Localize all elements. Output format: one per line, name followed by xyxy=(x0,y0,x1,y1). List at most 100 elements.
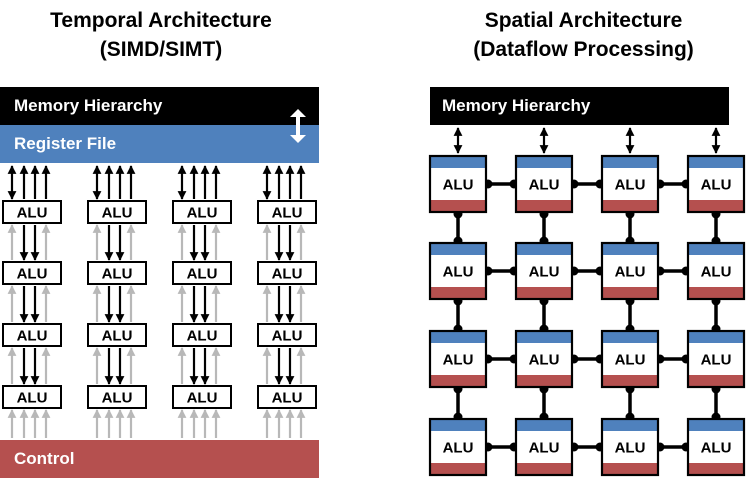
spatial-alu-label: ALU xyxy=(615,352,646,369)
pe-register-band xyxy=(602,243,658,255)
pe-control-band xyxy=(430,200,486,212)
temporal-alu-label: ALU xyxy=(102,390,133,407)
pe-register-band xyxy=(516,243,572,255)
spatial-pe-border xyxy=(514,417,574,477)
pe-register-band xyxy=(430,419,486,431)
temporal-alu-box xyxy=(87,200,147,224)
temporal-alu-box xyxy=(172,385,232,409)
pe-register-band xyxy=(602,331,658,343)
spatial-alu-label: ALU xyxy=(701,352,732,369)
spatial-alu-label: ALU xyxy=(529,177,560,194)
pe-register-band xyxy=(516,331,572,343)
temporal-alu-box xyxy=(257,385,317,409)
temporal-memory-label: Memory Hierarchy xyxy=(14,96,163,115)
pe-control-band xyxy=(516,463,572,475)
pe-control-band xyxy=(602,200,658,212)
pe-control-band xyxy=(602,463,658,475)
spatial-alu-label: ALU xyxy=(615,177,646,194)
temporal-alu-box xyxy=(87,323,147,347)
spatial-alu-label: ALU xyxy=(443,177,474,194)
temporal-title-line2: (SIMD/SIMT) xyxy=(99,38,223,61)
temporal-alu-label: ALU xyxy=(17,390,48,407)
spatial-alu-label: ALU xyxy=(529,264,560,281)
temporal-alu-label: ALU xyxy=(102,266,133,283)
temporal-alu-box xyxy=(172,200,232,224)
pe-register-band xyxy=(602,156,658,168)
temporal-alu-label: ALU xyxy=(187,328,218,345)
spatial-pe-border xyxy=(600,154,660,214)
spatial-pe-border xyxy=(600,329,660,389)
spatial-alu-label: ALU xyxy=(443,352,474,369)
spatial-pe-border xyxy=(686,154,746,214)
spatial-pe-border xyxy=(600,241,660,301)
pe-control-band xyxy=(602,375,658,387)
pe-control-band xyxy=(430,463,486,475)
spatial-pe-border xyxy=(428,417,488,477)
pe-control-band xyxy=(688,287,744,299)
pe-register-band xyxy=(430,156,486,168)
temporal-alu-box xyxy=(87,385,147,409)
temporal-alu-box xyxy=(87,261,147,285)
spatial-pe-border xyxy=(514,329,574,389)
pe-register-band xyxy=(430,331,486,343)
spatial-pe-border xyxy=(686,329,746,389)
spatial-pe-border xyxy=(686,417,746,477)
spatial-alu-label: ALU xyxy=(529,440,560,457)
spatial-pe-border xyxy=(514,241,574,301)
temporal-alu-label: ALU xyxy=(17,328,48,345)
spatial-alu-label: ALU xyxy=(701,177,732,194)
pe-register-band xyxy=(430,243,486,255)
temporal-alu-box xyxy=(2,200,62,224)
pe-register-band xyxy=(602,419,658,431)
temporal-alu-label: ALU xyxy=(187,266,218,283)
temporal-alu-label: ALU xyxy=(272,205,303,222)
temporal-alu-box xyxy=(257,323,317,347)
spatial-pe-border xyxy=(428,329,488,389)
register-file: Register File xyxy=(0,125,319,163)
pe-control-band xyxy=(430,287,486,299)
temporal-title-line1: Temporal Architecture xyxy=(50,9,272,32)
temporal-alu-label: ALU xyxy=(102,328,133,345)
spatial-memory-label: Memory Hierarchy xyxy=(442,96,591,115)
temporal-alu-box xyxy=(2,385,62,409)
temporal-alu-label: ALU xyxy=(272,390,303,407)
temporal-alu-label: ALU xyxy=(187,390,218,407)
spatial-pe-border xyxy=(514,154,574,214)
control-bar: Control xyxy=(0,440,319,478)
spatial-alu-label: ALU xyxy=(443,440,474,457)
pe-control-band xyxy=(602,287,658,299)
temporal-title: Temporal Architecture (SIMD/SIMT) xyxy=(0,6,322,64)
spatial-pe-border xyxy=(686,241,746,301)
spatial-alu-label: ALU xyxy=(443,264,474,281)
pe-register-band xyxy=(516,419,572,431)
spatial-pe-border xyxy=(600,417,660,477)
temporal-alu-box xyxy=(2,261,62,285)
spatial-pe-border xyxy=(428,154,488,214)
temporal-memory-hierarchy: Memory Hierarchy xyxy=(0,87,319,125)
pe-control-band xyxy=(688,463,744,475)
spatial-pe-border xyxy=(428,241,488,301)
temporal-alu-label: ALU xyxy=(272,266,303,283)
pe-control-band xyxy=(516,200,572,212)
pe-control-band xyxy=(430,375,486,387)
temporal-alu-label: ALU xyxy=(17,266,48,283)
pe-register-band xyxy=(688,419,744,431)
spatial-alu-label: ALU xyxy=(615,440,646,457)
control-label: Control xyxy=(14,449,75,468)
pe-register-band xyxy=(688,243,744,255)
temporal-alu-box xyxy=(172,261,232,285)
pe-control-band xyxy=(516,375,572,387)
spatial-alu-label: ALU xyxy=(701,440,732,457)
temporal-alu-box xyxy=(257,261,317,285)
spatial-title: Spatial Architecture (Dataflow Processin… xyxy=(420,6,747,64)
pe-register-band xyxy=(516,156,572,168)
temporal-alu-box xyxy=(172,323,232,347)
pe-control-band xyxy=(516,287,572,299)
component-layer: ALU ALU ALU ALU ALU ALU ALU ALU ALU ALU ALU ALU ALU A… xyxy=(2,154,746,477)
pe-control-band xyxy=(688,375,744,387)
spatial-alu-label: ALU xyxy=(529,352,560,369)
temporal-alu-label: ALU xyxy=(187,205,218,222)
spatial-alu-label: ALU xyxy=(701,264,732,281)
spatial-title-line2: (Dataflow Processing) xyxy=(473,38,694,61)
spatial-memory-hierarchy: Memory Hierarchy xyxy=(430,87,729,125)
